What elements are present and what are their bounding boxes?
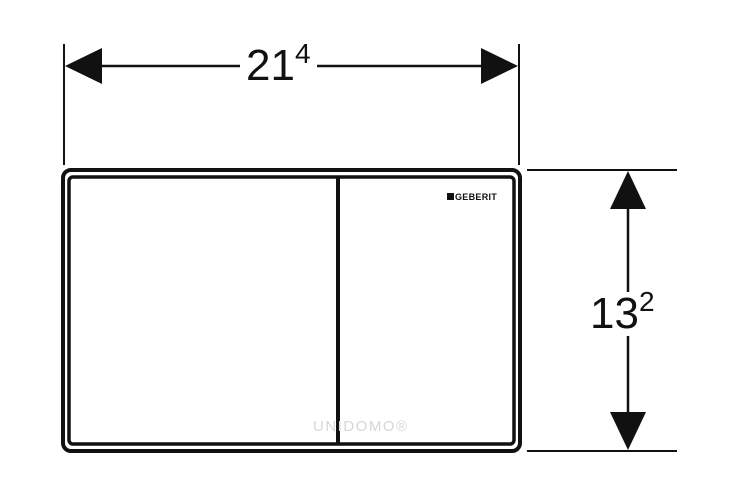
flush-plate-inner [67,175,516,446]
flush-plate-outer [61,168,522,453]
height-dimension-label: 132 [584,288,661,336]
watermark: UNIDOMO® [313,418,409,435]
logo-square-icon [447,193,454,200]
arrowhead-bottom [610,412,646,450]
arrowhead-right [481,48,518,84]
arrowhead-top [610,171,646,209]
brand-logo: GEBERIT [447,192,497,202]
width-dimension-label: 214 [240,40,317,88]
arrowhead-left [65,48,102,84]
